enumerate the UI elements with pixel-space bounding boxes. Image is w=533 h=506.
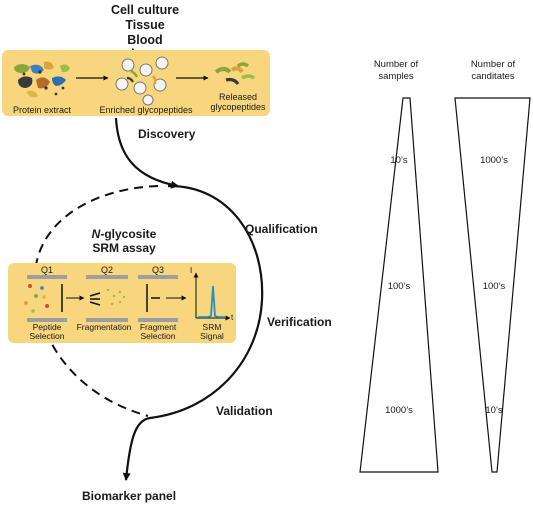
fragment-selection-label-2: Selection <box>140 331 176 341</box>
peptide-selection-label-1: Peptide <box>32 322 62 332</box>
released-glycopeptides-label-2: glycopeptides <box>210 102 266 112</box>
q3-label: Q3 <box>151 265 165 275</box>
fragment-selection-label-1: Fragment <box>139 322 177 332</box>
srm-title-italic: N <box>91 227 101 241</box>
samples-value-3: 1000’s <box>385 405 413 416</box>
q3-quadrupole <box>138 275 178 322</box>
axis-i-label: I <box>190 266 193 275</box>
samples-value-1: 10’s <box>390 155 408 166</box>
released-glycopeptides-illustration <box>214 62 255 85</box>
samples-funnel <box>359 97 439 473</box>
candidates-value-1: 1000’s <box>480 155 508 166</box>
cycle-solid-arc <box>122 184 264 481</box>
source-cell-culture: Cell culture <box>110 3 180 17</box>
q1-label: Q1 <box>40 265 54 275</box>
srm-signal-label-1: SRM <box>202 322 222 332</box>
candidates-value-3: 10’s <box>485 405 503 416</box>
biomarker-panel-label: Biomarker panel <box>82 489 177 503</box>
enriched-glycopeptides-label: Enriched glycopeptides <box>99 105 193 115</box>
enriched-glycopeptides-illustration <box>115 56 169 106</box>
srm-subtitle: SRM assay <box>92 241 156 255</box>
candidates-funnel <box>454 97 531 473</box>
protein-extract-illustration <box>14 61 70 98</box>
released-glycopeptides-label-1: Released <box>218 92 258 102</box>
candidates-value-2: 100’s <box>482 281 506 292</box>
candidates-heading-2: canditates <box>471 71 515 82</box>
peptide-selection-label-2: Selection <box>29 331 65 341</box>
samples-heading-1: Number of <box>373 59 419 70</box>
samples-value-2: 100’s <box>387 281 411 292</box>
qualification-label: Qualification <box>245 222 318 236</box>
candidates-heading-1: Number of <box>470 59 516 70</box>
verification-label: Verification <box>267 315 332 329</box>
q2-collision-cell <box>86 275 128 322</box>
samples-heading-2: samples <box>378 71 414 82</box>
srm-title-rest: -glycosite <box>100 227 157 241</box>
validation-label: Validation <box>216 404 273 418</box>
discovery-label: Discovery <box>138 127 196 141</box>
srm-box <box>8 263 236 343</box>
source-tissue: Tissue <box>125 18 165 32</box>
discovery-arrow <box>114 117 179 189</box>
axis-t-label: t <box>231 313 234 322</box>
srm-title: N-glycosite <box>92 227 157 241</box>
q1-quadrupole <box>24 275 67 322</box>
fragmentation-label: Fragmentation <box>76 322 132 332</box>
protein-extract-label: Protein extract <box>12 105 72 115</box>
srm-signal-plot <box>193 272 231 321</box>
q2-label: Q2 <box>100 265 114 275</box>
srm-signal-label-2: Signal <box>200 331 224 341</box>
